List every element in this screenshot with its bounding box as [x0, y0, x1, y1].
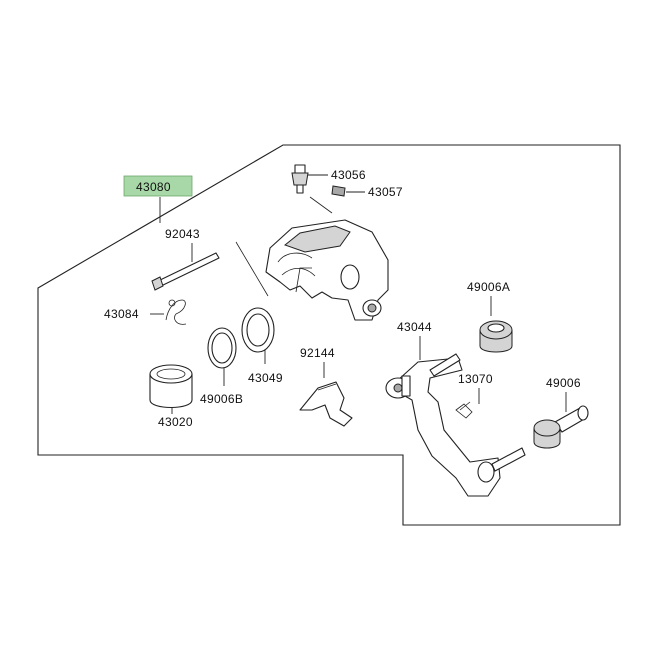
label-49006B[interactable]: 49006B — [200, 392, 243, 406]
bleeder-cap-part — [331, 185, 346, 197]
caliper-bracket-part — [385, 353, 526, 497]
piston-part — [149, 364, 193, 409]
boot-49006A-part — [479, 320, 513, 353]
label-43056[interactable]: 43056 — [331, 168, 366, 182]
label-49006A[interactable]: 49006A — [467, 280, 510, 294]
label-13070[interactable]: 13070 — [458, 372, 493, 386]
dust-seal-part — [241, 307, 275, 353]
label-43020[interactable]: 43020 — [158, 415, 193, 429]
label-43080[interactable]: 43080 — [136, 180, 171, 194]
label-43057[interactable]: 43057 — [368, 185, 403, 199]
pin-part — [151, 252, 220, 291]
pad-spring-part — [299, 381, 353, 427]
boot-bolt-49006-part — [533, 405, 589, 449]
cap-guide-line — [309, 196, 333, 214]
clip-part — [165, 299, 187, 325]
label-92043[interactable]: 92043 — [165, 227, 200, 241]
bleeder-valve-part — [291, 164, 309, 194]
bracket-clip-part — [455, 401, 473, 419]
assembly-frame — [37, 144, 621, 526]
caliper-body-part — [265, 219, 389, 321]
pin-guide-line — [235, 241, 269, 297]
label-43084[interactable]: 43084 — [104, 307, 139, 321]
label-43044[interactable]: 43044 — [397, 320, 432, 334]
label-43049[interactable]: 43049 — [248, 371, 283, 385]
label-49006[interactable]: 49006 — [546, 376, 581, 390]
piston-seal-part — [207, 327, 237, 369]
label-92144[interactable]: 92144 — [300, 346, 335, 360]
highlight-box-43080 — [123, 175, 193, 197]
